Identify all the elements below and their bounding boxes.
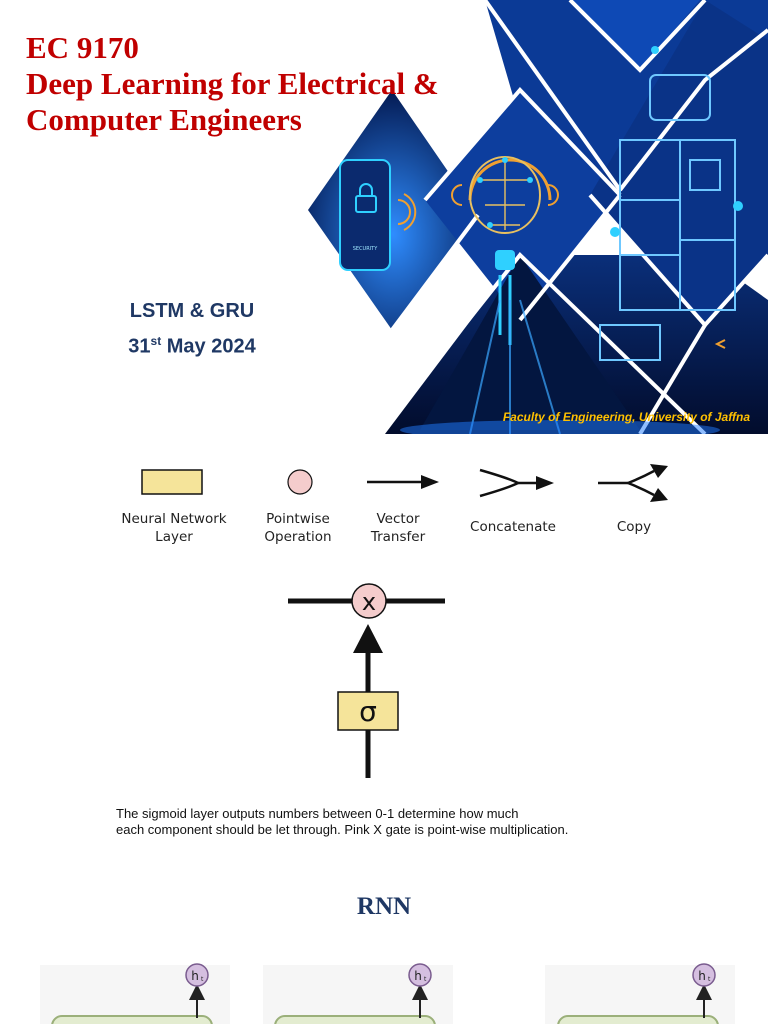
legend-label-line1: Vector bbox=[376, 511, 420, 527]
lock-phone-icon: SECURITY bbox=[339, 159, 417, 271]
legend-label-line2: Layer bbox=[155, 529, 193, 545]
light-beams bbox=[469, 299, 561, 434]
course-name-line1: Deep Learning for Electrical & bbox=[26, 66, 439, 101]
legend-label-line1: Pointwise bbox=[266, 511, 330, 527]
hidden-state-node-3 bbox=[692, 963, 716, 987]
hidden-state-subscript-1: t bbox=[201, 976, 204, 983]
sigmoid-layer-box bbox=[337, 691, 399, 731]
concatenate-arrow-icon bbox=[479, 468, 554, 498]
sigma-symbol: σ bbox=[359, 695, 377, 728]
hidden-state-label-2: h bbox=[414, 969, 422, 983]
tech-collage-graphic: SECURITY bbox=[308, 0, 768, 434]
rnn-diagram: h t h t h t bbox=[40, 963, 735, 1024]
sigmoid-caption: The sigmoid layer outputs numbers betwee… bbox=[116, 806, 676, 838]
hidden-state-subscript-2: t bbox=[424, 976, 427, 983]
legend-item-pointwise-operation: Pointwise Operation bbox=[248, 510, 348, 546]
pointwise-operation-icon bbox=[287, 469, 313, 495]
rnn-cell-3: h t bbox=[557, 963, 719, 1024]
legend-item-vector-transfer: Vector Transfer bbox=[350, 510, 446, 546]
rnn-heading: RNN bbox=[356, 893, 412, 920]
course-title: EC 9170 Deep Learning for Electrical & C… bbox=[26, 30, 439, 138]
course-name-line2: Computer Engineers bbox=[26, 102, 302, 137]
caption-line2: each component should be let through. Pi… bbox=[116, 822, 569, 837]
date-day: 31 bbox=[128, 335, 151, 358]
smart-home-floorplan-icon bbox=[599, 46, 743, 361]
legend-item-concatenate: Concatenate bbox=[458, 518, 568, 536]
date-suffix: st bbox=[150, 334, 162, 348]
multiply-symbol: x bbox=[362, 588, 376, 616]
legend-item-copy: Copy bbox=[590, 518, 678, 536]
topic-title: LSTM & GRU bbox=[129, 300, 255, 322]
hidden-state-node-1 bbox=[185, 963, 209, 987]
security-label: SECURITY bbox=[353, 246, 378, 252]
legend-label-line1: Neural Network bbox=[121, 511, 227, 527]
title-slide: SECURITY bbox=[0, 0, 768, 434]
hidden-state-label-1: h bbox=[191, 969, 199, 983]
course-code: EC 9170 bbox=[26, 30, 139, 65]
multiply-pointwise-node bbox=[351, 583, 387, 619]
rnn-cell-1: h t bbox=[51, 963, 213, 1024]
legend-item-neural-network-layer: Neural Network Layer bbox=[110, 510, 238, 546]
date-rest: May 2024 bbox=[161, 335, 256, 358]
sigmoid-gate-diagram: x σ bbox=[288, 583, 445, 778]
caption-line1: The sigmoid layer outputs numbers betwee… bbox=[116, 806, 519, 821]
lecture-date: 31st May 2024 bbox=[92, 326, 292, 362]
neural-network-layer-icon bbox=[141, 469, 203, 495]
lecture-topic: LSTM & GRU 31st May 2024 bbox=[92, 296, 292, 362]
vector-transfer-arrow-icon bbox=[367, 475, 439, 489]
legend-label-line1: Concatenate bbox=[470, 519, 556, 535]
legend-label-line2: Transfer bbox=[370, 529, 426, 545]
gate-arrowhead bbox=[353, 624, 383, 653]
faculty-label: Faculty of Engineering, University of Ja… bbox=[502, 410, 750, 424]
hidden-state-subscript-3: t bbox=[708, 976, 711, 983]
rnn-cell-2: h t bbox=[274, 963, 436, 1024]
copy-arrow-icon bbox=[598, 464, 668, 502]
legend-label-line2: Operation bbox=[264, 529, 332, 545]
legend-label-line1: Copy bbox=[616, 519, 652, 535]
hidden-state-node-2 bbox=[408, 963, 432, 987]
hidden-state-label-3: h bbox=[698, 969, 706, 983]
notation-legend: Neural Network Layer Pointwise Operation… bbox=[0, 440, 768, 560]
